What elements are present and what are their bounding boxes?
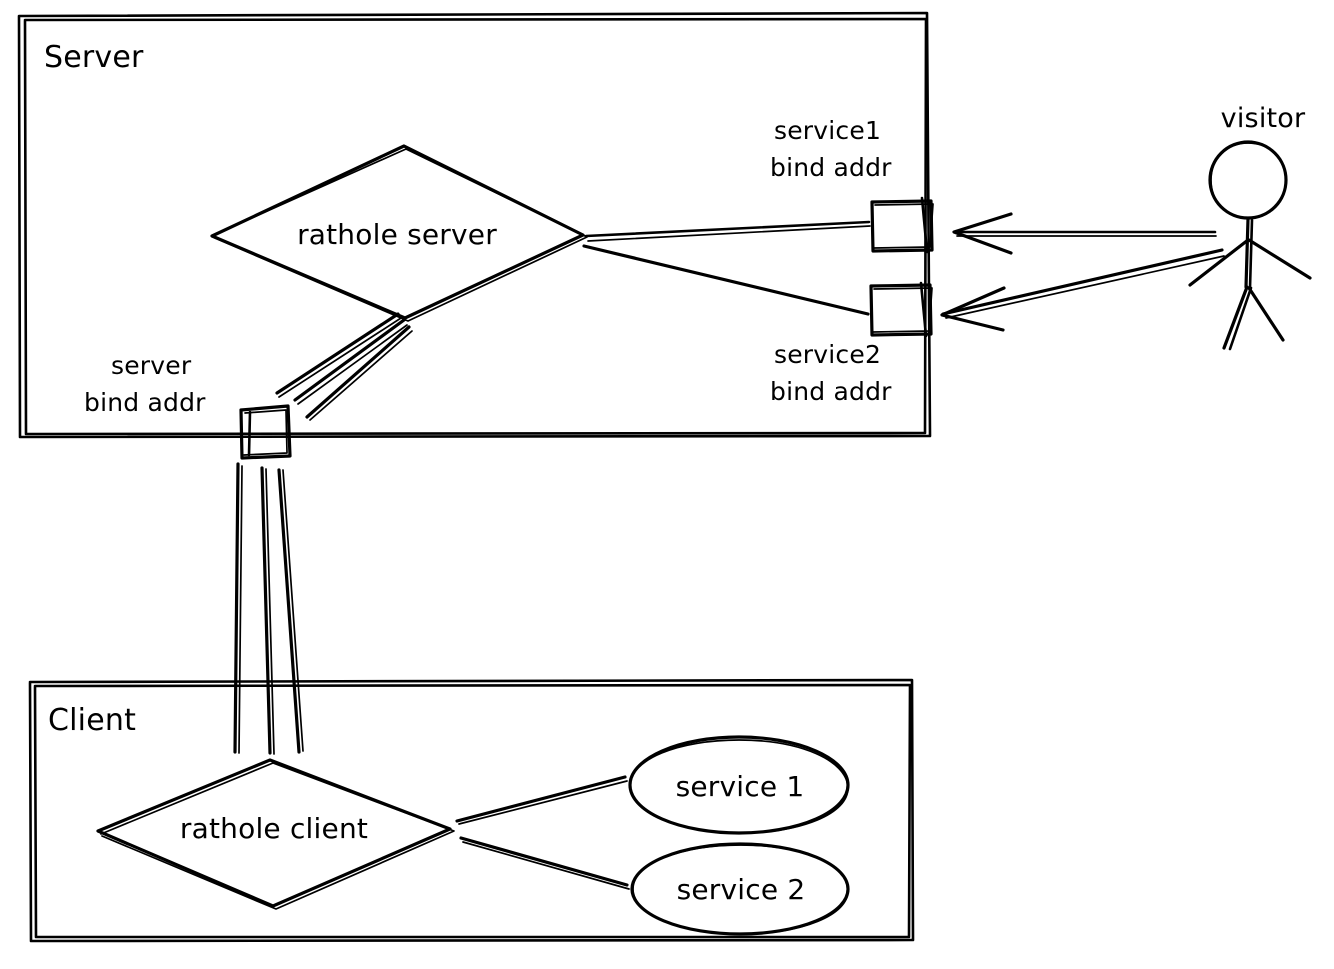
edge-visitor-to-service1-bind — [952, 212, 1217, 255]
edge-visitor-to-service2-bind — [940, 248, 1225, 332]
service2-ellipse-label: service 2 — [676, 873, 806, 906]
edge-rathole-client-to-service2 — [459, 836, 630, 890]
edge-rathole-server-to-service2-bind — [582, 244, 870, 316]
rathole-client-label: rathole client — [179, 812, 369, 845]
server-container-shape — [17, 11, 932, 439]
service1-ellipse-shape — [628, 735, 850, 835]
visitor-actor-shape — [1188, 140, 1312, 351]
service1-ellipse-label: service 1 — [675, 770, 805, 803]
service1-bind-addr-label-line2: bind addr — [770, 153, 892, 182]
service1-bind-addr-shape — [870, 196, 934, 254]
server-bind-addr-shape — [239, 404, 292, 460]
visitor-label: visitor — [1220, 103, 1306, 134]
edge-rathole-client-to-service1 — [455, 775, 628, 825]
service2-ellipse-shape — [630, 842, 850, 936]
service2-bind-addr-shape — [869, 281, 933, 338]
service1-bind-addr-label-line1: service1 — [774, 116, 882, 145]
server-bind-addr-label-line1: server — [111, 351, 192, 380]
edge-server-bind-to-rathole-client — [233, 462, 304, 755]
service2-bind-addr-label-line2: bind addr — [770, 377, 892, 406]
client-container-shape — [28, 678, 915, 943]
edge-rathole-server-to-server-bind — [275, 312, 413, 421]
server-bind-addr-label-line2: bind addr — [84, 388, 206, 417]
rathole-server-label: rathole server — [297, 218, 497, 251]
rathole-client-shape — [96, 758, 455, 910]
edge-rathole-server-to-service1-bind — [584, 220, 871, 242]
server-container-label: Server — [44, 40, 144, 75]
service2-bind-addr-label-line1: service2 — [774, 340, 882, 369]
client-container-label: Client — [48, 703, 137, 738]
